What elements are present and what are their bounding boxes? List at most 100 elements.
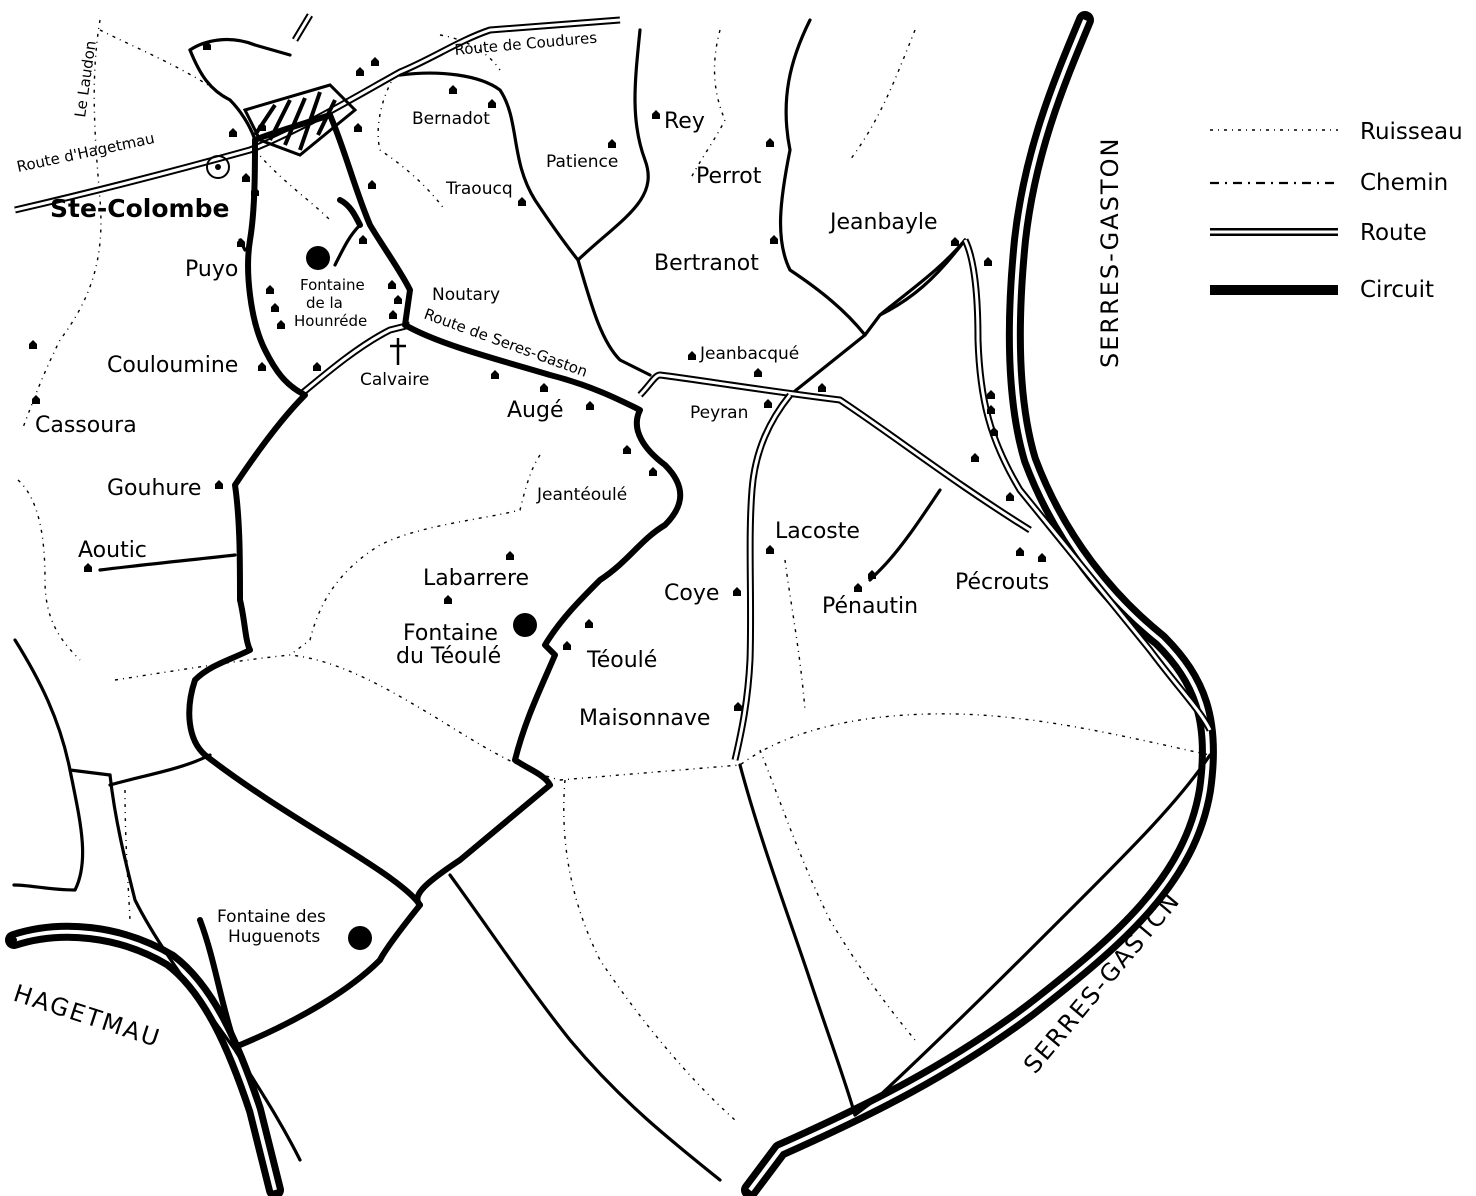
house-marker bbox=[1038, 553, 1046, 562]
house-marker bbox=[649, 467, 657, 476]
label-region-serres-gaston-east: SERRES-GASTON bbox=[1096, 137, 1124, 368]
house-marker bbox=[229, 128, 237, 137]
house-marker bbox=[215, 480, 223, 489]
streams bbox=[17, 19, 1211, 1121]
house-marker bbox=[951, 237, 959, 246]
house-marker bbox=[488, 99, 496, 108]
house-marker bbox=[356, 67, 364, 76]
label-traoucq: Traoucq bbox=[445, 179, 513, 199]
label-bernadot: Bernadot bbox=[412, 109, 490, 129]
label-jeanbayle: Jeanbayle bbox=[828, 210, 938, 235]
house-marker bbox=[652, 110, 660, 119]
label-ste-colombe: Ste-Colombe bbox=[50, 194, 229, 223]
house-marker bbox=[371, 57, 379, 66]
label-maisonnave: Maisonnave bbox=[579, 706, 710, 731]
house-marker bbox=[258, 362, 266, 371]
house-marker bbox=[754, 368, 762, 377]
label-fountain-hounrede-2: de la bbox=[306, 294, 343, 312]
river-hagetmau bbox=[5, 922, 284, 1196]
label-coye: Coye bbox=[664, 581, 719, 606]
house-marker bbox=[990, 427, 998, 436]
house-marker bbox=[987, 405, 995, 414]
house-marker bbox=[586, 401, 594, 410]
house-marker bbox=[518, 197, 526, 206]
label-region-serres-gaston-south: SERRES-GASTCN bbox=[1018, 886, 1186, 1079]
fountain-hounrede-marker bbox=[306, 246, 330, 270]
label-region-hagetmau: HAGETMAU bbox=[10, 979, 164, 1053]
house-marker bbox=[1016, 547, 1024, 556]
house-marker bbox=[766, 138, 774, 147]
houses bbox=[29, 41, 1046, 711]
label-fountain-teoule-2: du Téoulé bbox=[396, 644, 501, 669]
chemins bbox=[12, 18, 1212, 1182]
label-puyo: Puyo bbox=[185, 257, 238, 282]
house-marker bbox=[868, 570, 876, 579]
house-marker bbox=[688, 351, 696, 360]
label-rey: Rey bbox=[664, 109, 705, 134]
legend-route-label: Route bbox=[1360, 220, 1427, 246]
house-marker bbox=[84, 563, 92, 572]
fountain-huguenots-marker bbox=[348, 926, 372, 950]
house-marker bbox=[394, 295, 402, 304]
river-serres-gaston bbox=[741, 11, 1217, 1196]
fountain-teoule-marker bbox=[513, 613, 537, 637]
house-marker bbox=[818, 383, 826, 392]
house-marker bbox=[359, 235, 367, 244]
house-marker bbox=[766, 545, 774, 554]
house-marker bbox=[734, 702, 742, 711]
calvaire-cross-icon bbox=[390, 338, 406, 365]
house-marker bbox=[271, 303, 279, 312]
house-marker bbox=[733, 587, 741, 596]
label-fountain-huguenots-1: Fontaine des bbox=[217, 907, 326, 927]
label-aoutic: Aoutic bbox=[78, 538, 147, 563]
house-marker bbox=[266, 285, 274, 294]
house-marker bbox=[563, 641, 571, 650]
circuit bbox=[11, 112, 684, 1048]
house-marker bbox=[203, 41, 211, 50]
house-marker bbox=[388, 280, 396, 289]
house-marker bbox=[444, 595, 452, 604]
house-marker bbox=[32, 395, 40, 404]
label-cassoura: Cassoura bbox=[35, 413, 137, 438]
legend: Ruisseau Chemin Route Circuit bbox=[1210, 119, 1463, 303]
house-marker bbox=[623, 445, 631, 454]
label-couloumine: Couloumine bbox=[107, 353, 238, 378]
house-marker bbox=[540, 383, 548, 392]
house-marker bbox=[277, 320, 285, 329]
house-marker bbox=[506, 551, 514, 560]
house-marker bbox=[608, 139, 616, 148]
house-marker bbox=[585, 619, 593, 628]
label-route-hagetmau: Route d'Hagetmau bbox=[15, 129, 156, 176]
legend-ruisseau-label: Ruisseau bbox=[1360, 119, 1463, 145]
house-marker bbox=[313, 362, 321, 371]
label-fountain-hounrede-3: Hounréde bbox=[294, 312, 367, 330]
house-marker bbox=[1006, 492, 1014, 501]
label-gouhure: Gouhure bbox=[107, 476, 201, 501]
house-marker bbox=[242, 173, 250, 182]
house-marker bbox=[770, 235, 778, 244]
house-marker bbox=[389, 310, 397, 319]
house-marker bbox=[449, 85, 457, 94]
house-marker bbox=[237, 238, 245, 247]
house-marker bbox=[971, 453, 979, 462]
place-labels: Ste-Colombe Puyo Couloumine Cassoura Gou… bbox=[10, 29, 1186, 1079]
label-auge: Augé bbox=[507, 398, 564, 423]
legend-circuit-label: Circuit bbox=[1360, 277, 1434, 303]
house-marker bbox=[368, 180, 376, 189]
label-jeanteoule: Jeantéoulé bbox=[536, 485, 627, 505]
label-fountain-hounrede-1: Fontaine bbox=[300, 276, 365, 294]
house-marker bbox=[984, 257, 992, 266]
house-marker bbox=[987, 390, 995, 399]
label-fountain-teoule-1: Fontaine bbox=[403, 621, 498, 646]
label-penautin: Pénautin bbox=[822, 594, 918, 619]
label-perrot: Perrot bbox=[696, 164, 762, 189]
house-marker bbox=[354, 123, 362, 132]
house-marker bbox=[854, 583, 862, 592]
label-lacoste: Lacoste bbox=[775, 519, 860, 544]
legend-chemin-label: Chemin bbox=[1360, 170, 1448, 196]
house-marker bbox=[258, 122, 266, 131]
label-pecrouts: Pécrouts bbox=[955, 570, 1049, 595]
label-teoule: Téoulé bbox=[586, 648, 657, 673]
label-fountain-huguenots-2: Huguenots bbox=[228, 927, 320, 947]
